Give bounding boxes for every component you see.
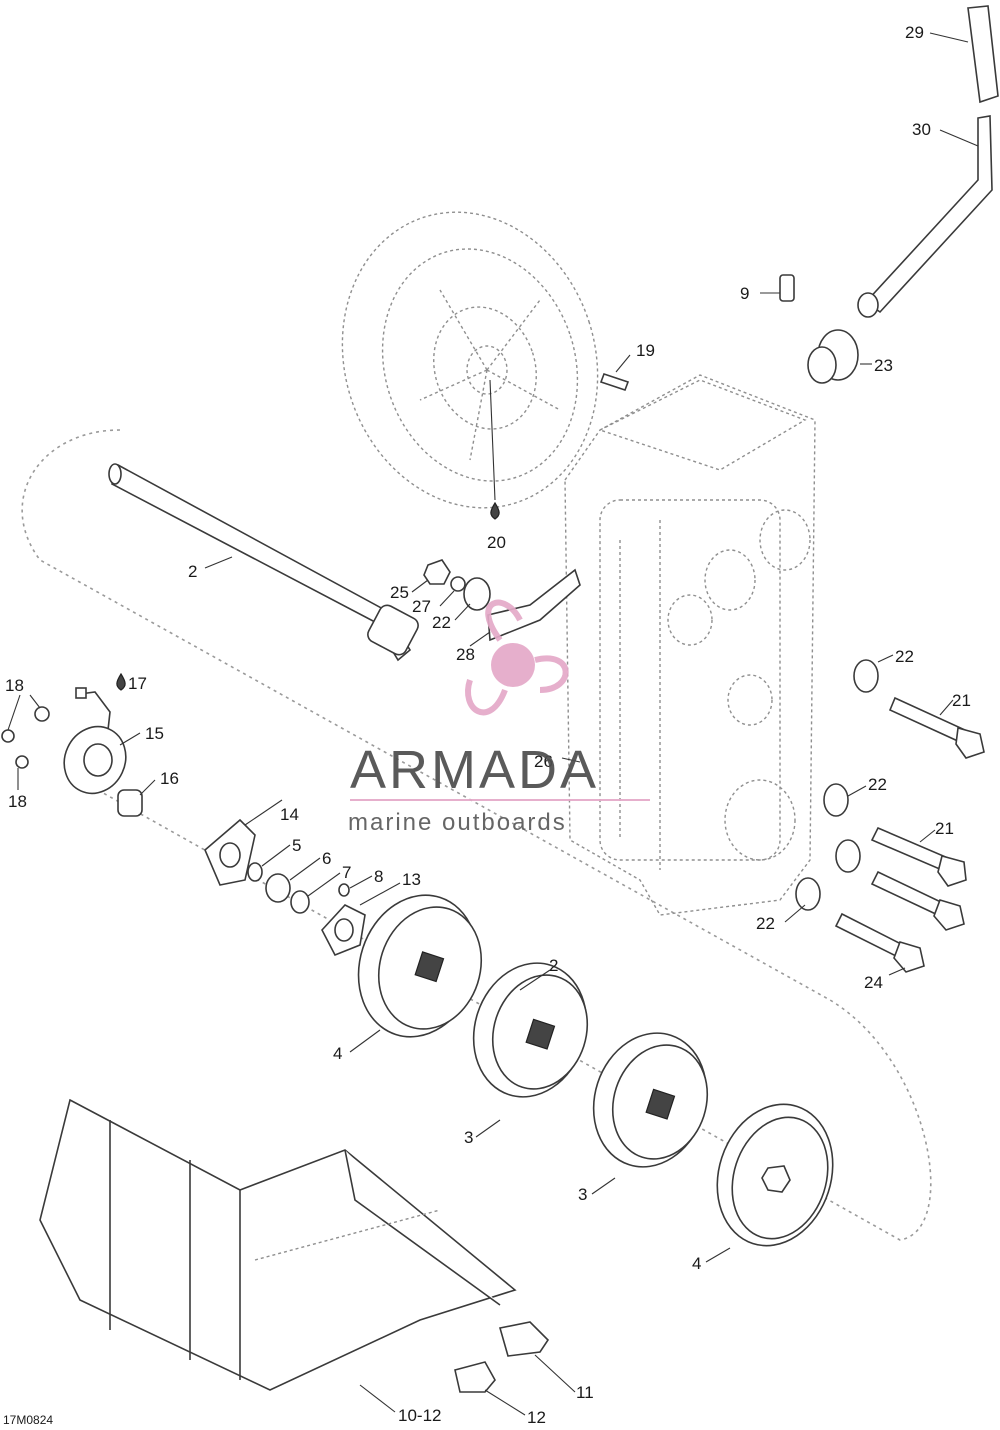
watermark-brand: ARMADA	[350, 740, 599, 800]
propeller-logo-icon	[465, 599, 569, 716]
plate-14	[204, 818, 256, 886]
callout-19: 19	[636, 341, 655, 360]
callout-22-middle: 22	[868, 775, 887, 794]
callout-27: 27	[412, 597, 431, 616]
callout-2-shaft: 2	[188, 562, 197, 581]
callout-29: 29	[905, 23, 924, 42]
callout-23: 23	[874, 356, 893, 375]
bolt-21b	[870, 826, 967, 887]
callout-18-upper: 18	[5, 676, 24, 695]
callout-3-middle: 3	[464, 1128, 473, 1147]
callout-22-upper-right: 22	[895, 647, 914, 666]
nuts-18	[1, 706, 50, 769]
drive-wheel-4-left	[357, 894, 483, 1038]
shift-lever-30	[857, 115, 993, 318]
drive-shaft-2	[108, 463, 419, 662]
drive-pulley-wheel	[341, 211, 599, 509]
washer-7	[290, 890, 310, 914]
clip-11	[498, 1321, 550, 1357]
bearing-housing-15	[63, 725, 127, 795]
callout-7: 7	[342, 863, 351, 882]
track-10-12	[39, 1098, 517, 1391]
callout-15: 15	[145, 724, 164, 743]
callout-25: 25	[390, 583, 409, 602]
bolt-21c	[870, 870, 965, 931]
gasket-13	[321, 904, 366, 957]
oil-drop-icon-20	[490, 501, 500, 520]
callout-14: 14	[280, 805, 299, 824]
callout-4-right: 4	[692, 1254, 701, 1273]
callout-28: 28	[456, 645, 475, 664]
callout-5: 5	[292, 836, 301, 855]
callout-6: 6	[322, 849, 331, 868]
o-ring-27	[450, 576, 466, 592]
seal-5	[247, 862, 263, 882]
callout-18-lower: 18	[8, 792, 27, 811]
callout-labels: 29 30 9 19 23 20 2 25 27 22 28 22 21 18 …	[5, 23, 971, 1427]
sprocket-3-middle	[472, 962, 589, 1098]
callout-24: 24	[864, 973, 883, 992]
callout-12: 12	[527, 1408, 546, 1427]
callout-22-lower: 22	[756, 914, 775, 933]
oil-drop-icon-17	[116, 672, 126, 691]
watermark-tagline: marine outboards	[348, 809, 567, 836]
callout-21-upper: 21	[952, 691, 971, 710]
callout-22-upper-left: 22	[432, 613, 451, 632]
bolt-24	[834, 912, 925, 973]
bearing-22a	[463, 577, 491, 611]
callout-13: 13	[402, 870, 421, 889]
callout-11: 11	[576, 1383, 594, 1402]
callout-20: 20	[487, 533, 506, 552]
bearing-22d	[835, 839, 861, 873]
gearbox-housing	[564, 374, 816, 916]
bearing-22c	[823, 783, 849, 817]
bearing-22e	[795, 877, 821, 911]
drive-wheel-4-right	[716, 1103, 834, 1247]
callout-16: 16	[160, 769, 179, 788]
callout-30: 30	[912, 120, 931, 139]
clip-12	[454, 1361, 496, 1393]
callout-2-sprocket: 2	[549, 956, 558, 975]
o-ring-8	[338, 883, 350, 897]
nut-25	[423, 559, 451, 585]
callout-8: 8	[374, 867, 383, 886]
bearing-22b	[853, 659, 879, 693]
bushing-16	[117, 789, 143, 817]
callout-21-lower: 21	[935, 819, 954, 838]
key-19	[599, 372, 630, 392]
callout-10-12: 10-12	[398, 1406, 441, 1425]
callout-9: 9	[740, 284, 749, 303]
drive-belt-outline	[21, 429, 932, 1241]
callout-4-left: 4	[333, 1044, 342, 1063]
bearing-6	[265, 873, 291, 903]
callout-17: 17	[128, 674, 147, 693]
pin-9	[779, 274, 795, 302]
armada-watermark: ARMADA marine outboards	[348, 599, 650, 836]
fork-tool-28	[487, 568, 581, 642]
callout-26: 26	[534, 752, 553, 771]
drawing-id: 17M0824	[3, 1413, 53, 1427]
lever-handle-29	[967, 5, 999, 104]
bushing-23	[807, 329, 859, 384]
bolt-21a	[888, 696, 985, 759]
sprocket-3-right	[592, 1032, 709, 1168]
callout-3-right: 3	[578, 1185, 587, 1204]
leader-lines	[7, 32, 979, 1416]
